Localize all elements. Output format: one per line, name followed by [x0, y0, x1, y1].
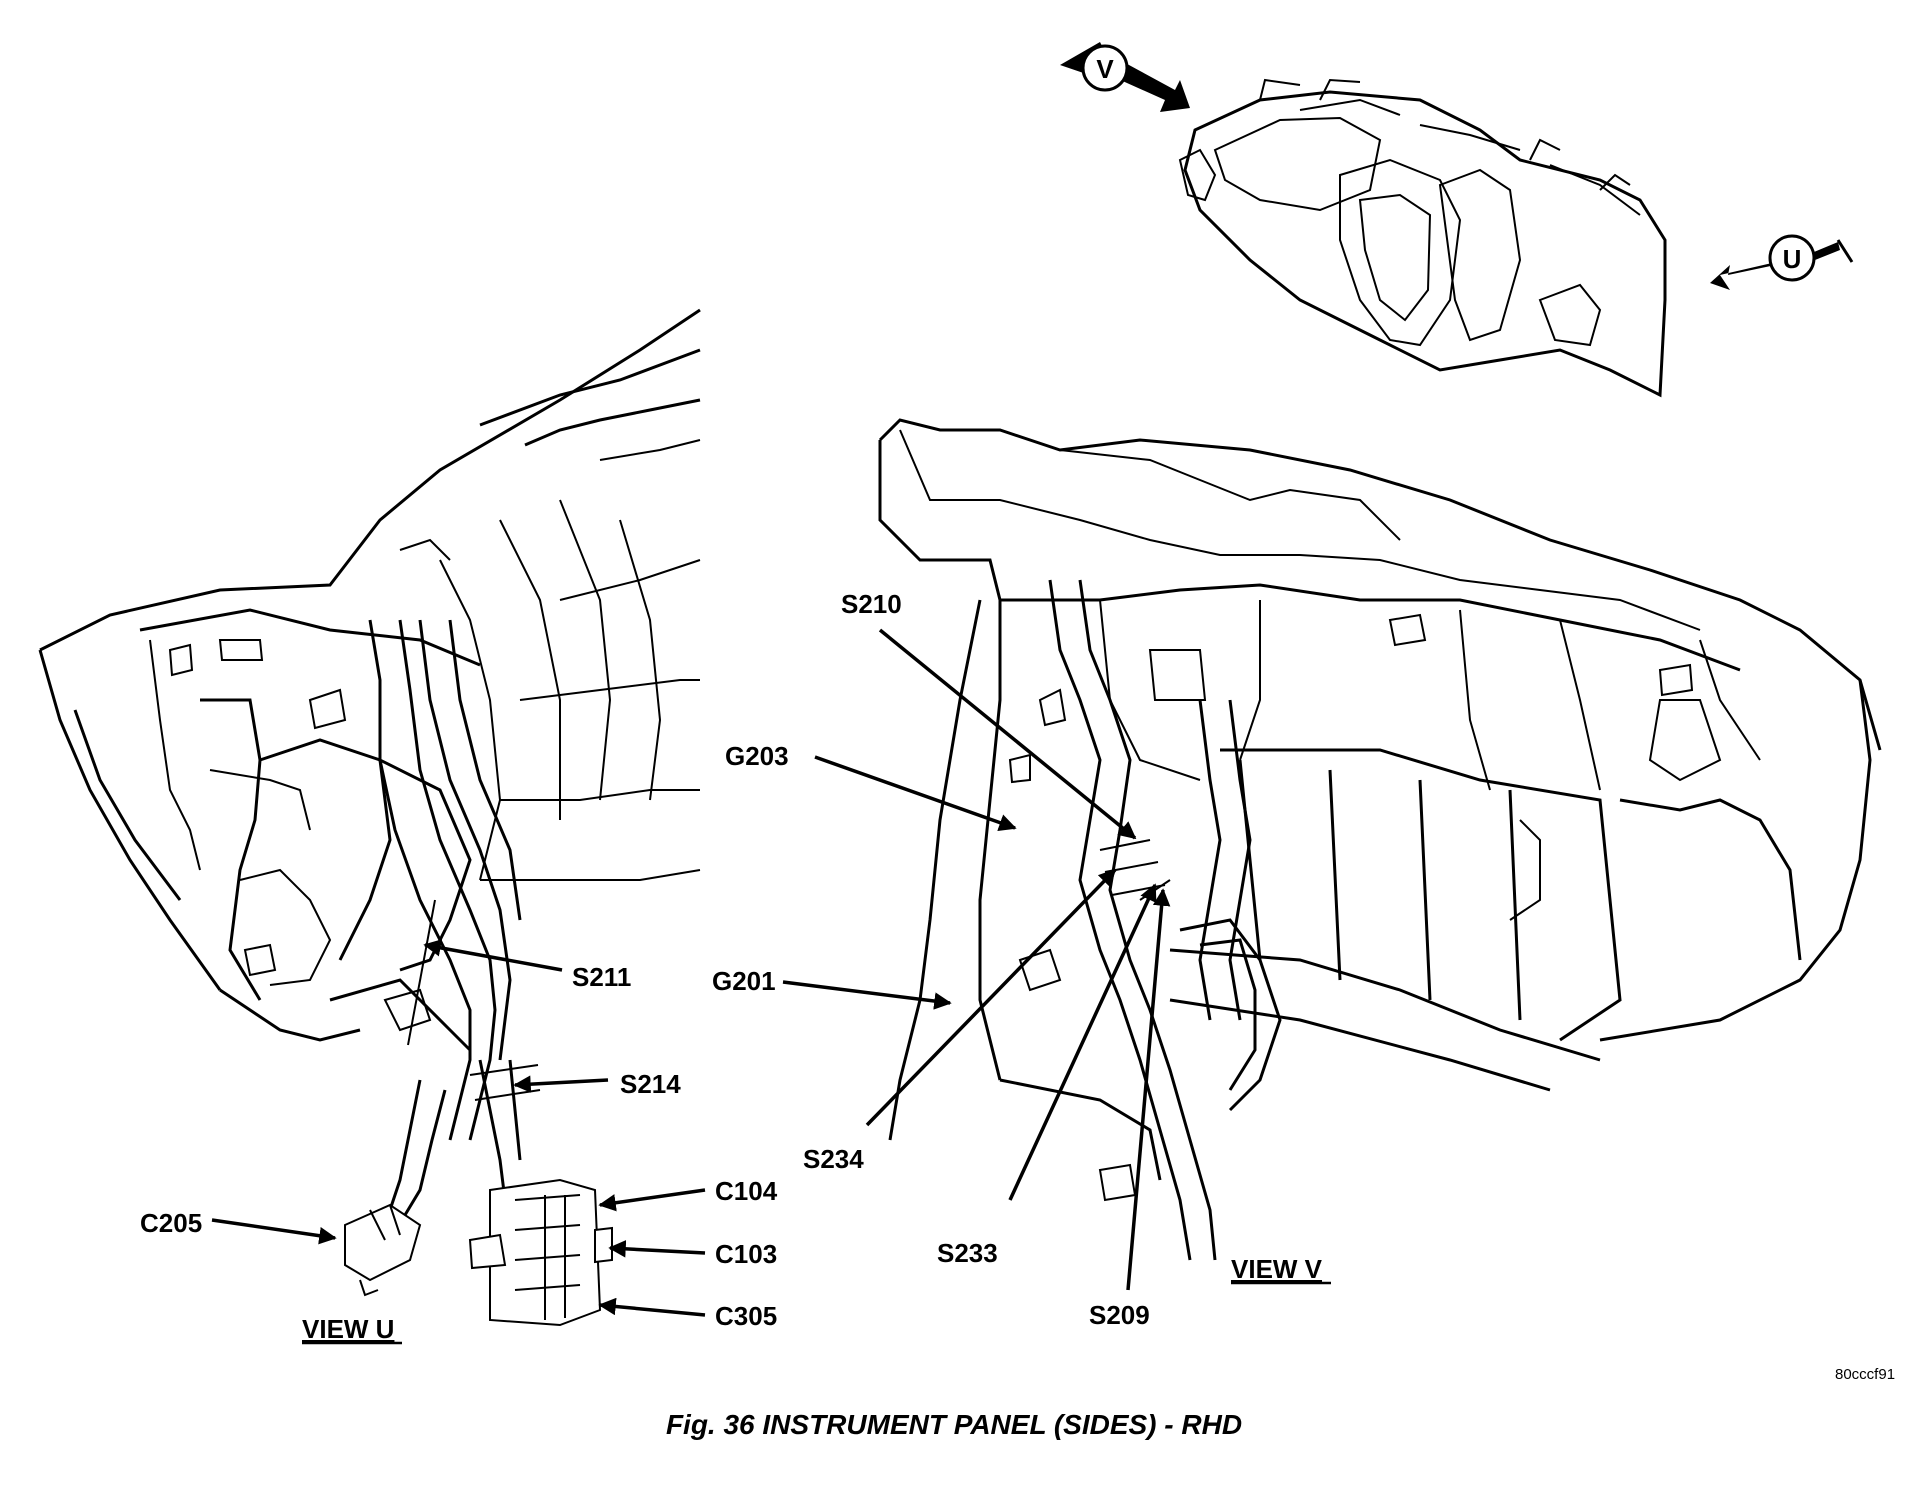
view-u-illustration	[38, 308, 701, 1327]
label-g203: G203	[725, 741, 789, 771]
label-c205: C205	[140, 1208, 202, 1238]
label-s233: S233	[937, 1238, 998, 1268]
view-v-marker: V	[1096, 54, 1114, 84]
label-s214: S214	[620, 1069, 681, 1099]
view-v-title: VIEW V	[1231, 1254, 1323, 1284]
view-v-leaders	[782, 628, 1171, 1291]
view-u-leaders	[211, 899, 706, 1317]
label-c104: C104	[715, 1176, 778, 1206]
locator-instrument-panel: V U	[1060, 42, 1854, 398]
view-u-arrow: U	[1710, 234, 1854, 290]
view-v-arrow: V	[1060, 42, 1190, 112]
figure-id: 80cccf91	[1835, 1366, 1895, 1383]
view-v-illustration	[878, 418, 1882, 1261]
label-s209: S209	[1089, 1300, 1150, 1330]
label-s210: S210	[841, 589, 902, 619]
label-s211: S211	[572, 962, 631, 992]
view-u-marker: U	[1783, 244, 1802, 274]
label-c305: C305	[715, 1301, 777, 1331]
view-u-title: VIEW U	[302, 1314, 394, 1344]
label-c103: C103	[715, 1239, 777, 1269]
label-g201: G201	[712, 966, 776, 996]
figure-caption: Fig. 36 INSTRUMENT PANEL (SIDES) - RHD	[666, 1409, 1242, 1440]
label-s234: S234	[803, 1144, 864, 1174]
